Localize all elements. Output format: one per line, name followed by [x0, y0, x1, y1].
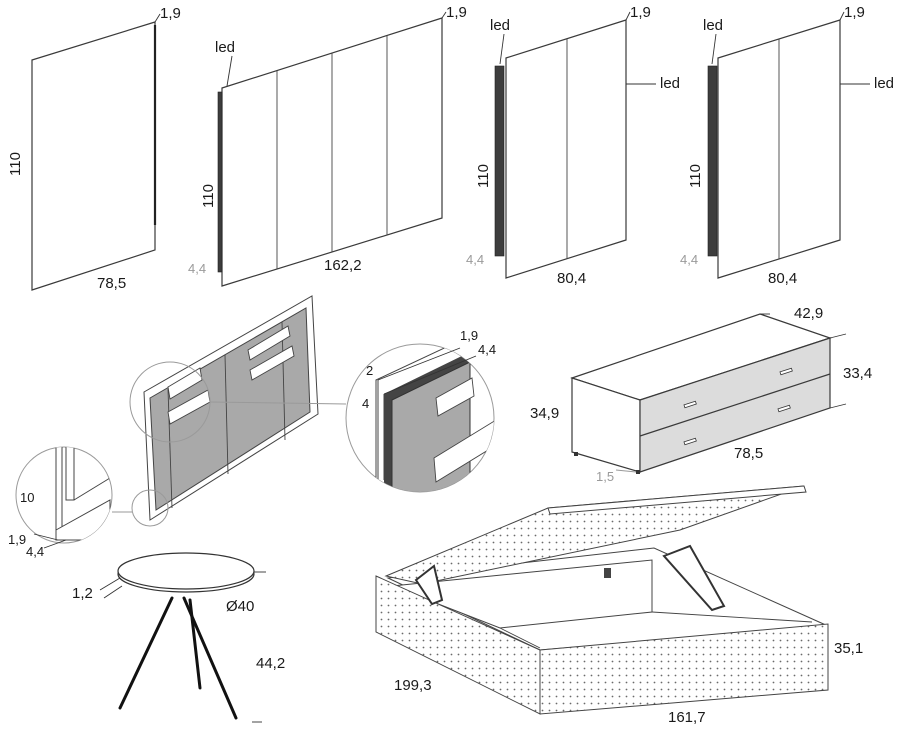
- panel-led-a-thickness: 1,9: [630, 4, 651, 21]
- panel-wide-thickness: 1,9: [446, 4, 467, 21]
- detail-zoom-dim-3: 2: [366, 363, 373, 378]
- panel-wide-led-label: led: [215, 39, 235, 56]
- panel-wide-height: 110: [200, 184, 217, 208]
- panel-led-b-offset: 4,4: [680, 252, 698, 267]
- panel-led-a: led 1,9 led 110 4,4 80,4: [466, 4, 680, 287]
- panel-led-a-led-side: led: [660, 75, 680, 92]
- panel-led-b-height: 110: [687, 164, 704, 188]
- panel-led-b-led-label: led: [703, 17, 723, 34]
- panel-led-b-thickness: 1,9: [844, 4, 865, 21]
- side-table-top-thickness: 1,2: [72, 585, 93, 602]
- panel-single-height: 110: [7, 152, 24, 176]
- panel-single-width: 78,5: [97, 275, 126, 292]
- storage-bed-length: 199,3: [394, 677, 432, 694]
- drawer-unit: 42,9 33,4 34,9 78,5 1,5: [530, 305, 872, 484]
- panel-wide: led 1,9 110 4,4 162,2: [188, 4, 467, 287]
- detail-small-dim-a: 1,9: [8, 532, 26, 547]
- detail-small-height: 10: [20, 490, 34, 505]
- headboard-back-view: [112, 295, 347, 527]
- panel-led-a-width: 80,4: [557, 270, 586, 287]
- panel-led-b: led 1,9 led 110 4,4 80,4: [680, 4, 894, 287]
- side-table-diameter: Ø40: [226, 598, 254, 615]
- side-table-height: 44,2: [256, 655, 285, 672]
- panel-led-a-led-label: led: [490, 17, 510, 34]
- drawer-unit-width: 78,5: [734, 445, 763, 462]
- storage-bed-width: 161,7: [668, 709, 706, 726]
- detail-zoom-dim-2: 4,4: [478, 342, 496, 357]
- drawer-unit-side-height: 34,9: [530, 405, 559, 422]
- storage-bed: 199,3 161,7 35,1: [375, 485, 863, 726]
- panel-led-a-offset: 4,4: [466, 252, 484, 267]
- detail-zoom-dim-1: 1,9: [460, 328, 478, 343]
- storage-bed-height: 35,1: [834, 640, 863, 657]
- drawer-unit-depth: 42,9: [794, 305, 823, 322]
- drawer-unit-height: 33,4: [843, 365, 872, 382]
- panel-led-a-height: 110: [475, 164, 492, 188]
- drawer-unit-foot: 1,5: [596, 469, 614, 484]
- panel-single-thickness: 1,9: [160, 5, 181, 22]
- panel-wide-offset: 4,4: [188, 261, 206, 276]
- panel-led-b-led-side: led: [874, 75, 894, 92]
- detail-small-dim-b: 4,4: [26, 544, 44, 559]
- side-table: 1,2 Ø40 44,2: [72, 552, 285, 723]
- detail-zoom: 1,9 4,4 2 4: [345, 328, 496, 493]
- detail-small: 10 1,9 4,4: [8, 446, 113, 559]
- panel-wide-width: 162,2: [324, 257, 362, 274]
- panel-led-b-width: 80,4: [768, 270, 797, 287]
- detail-zoom-dim-4: 4: [362, 396, 369, 411]
- panel-single: 1,9 110 78,5: [7, 5, 181, 292]
